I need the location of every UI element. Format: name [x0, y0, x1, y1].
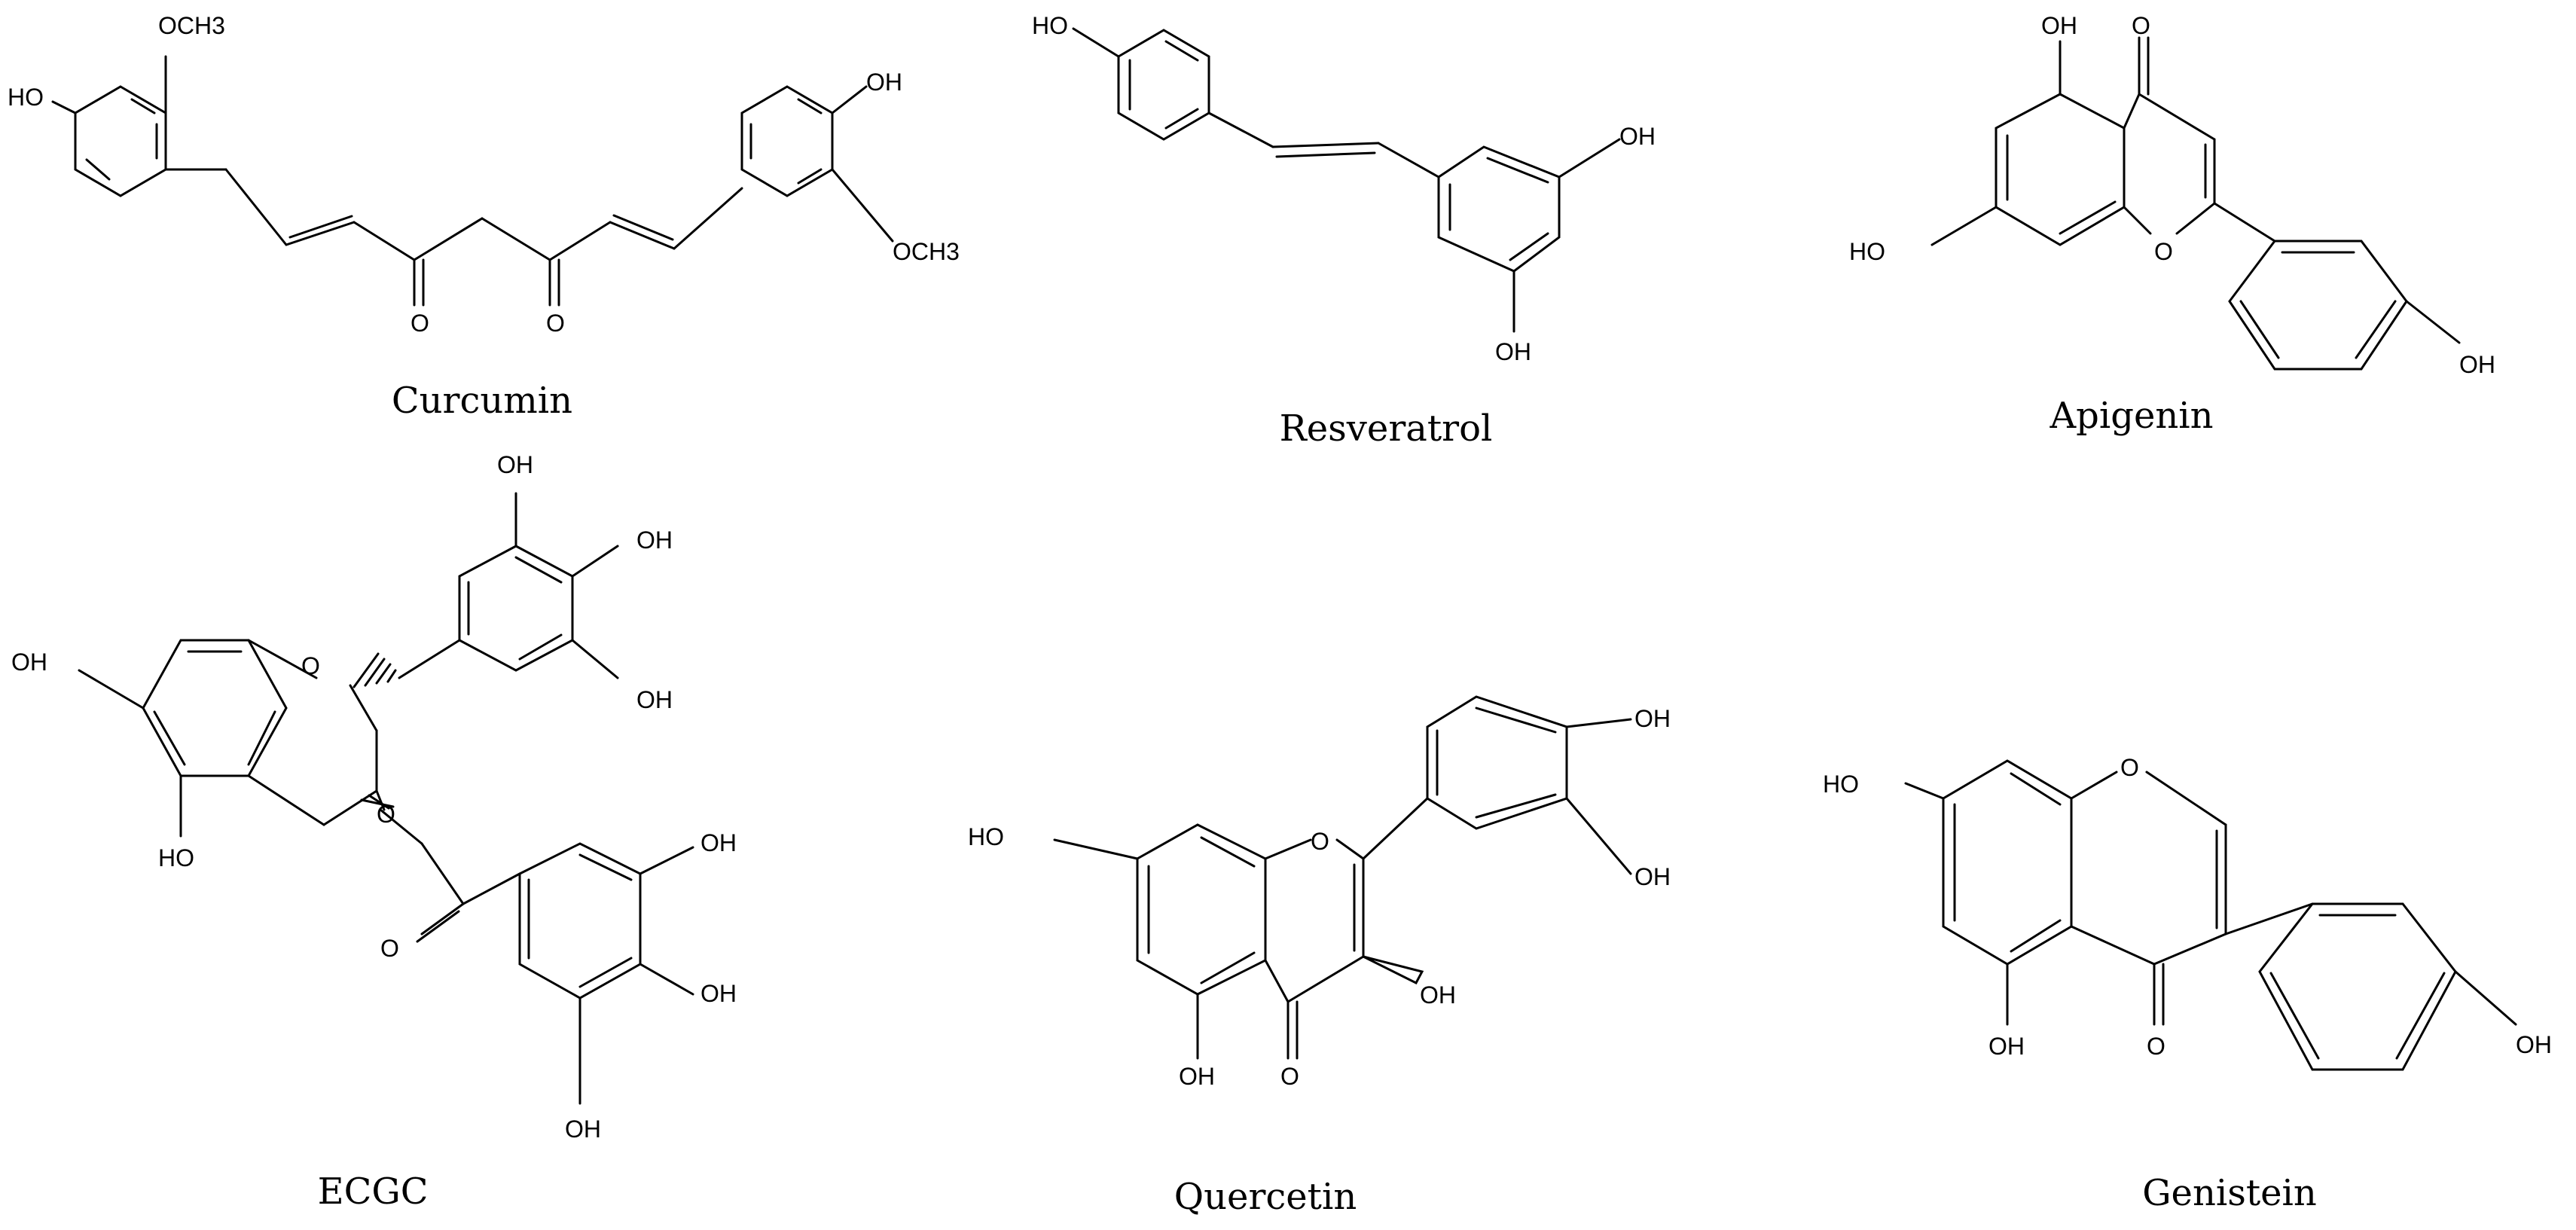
- genistein-structure: HO O OH O OH Genistein: [1823, 754, 2552, 1214]
- curcumin-name: Curcumin: [392, 380, 572, 422]
- ecgc-oh-b2-label: OH: [636, 526, 673, 554]
- apigenin-keto-o-label: O: [2132, 12, 2150, 39]
- resveratrol-oh-bottom-label: OH: [1495, 338, 1531, 365]
- apigenin-ring-o-label: O: [2154, 238, 2173, 265]
- quercetin-structure: HO O OH OH OH OH O Quercetin: [968, 695, 1671, 1218]
- apigenin-ho-7-label: HO: [1849, 238, 1885, 265]
- ecgc-oh-g1-label: OH: [700, 829, 737, 856]
- ecgc-name: ECGC: [318, 1170, 429, 1213]
- apigenin-bonds: [1930, 36, 2461, 371]
- quercetin-bonds: [1053, 695, 1632, 1060]
- ecgc-oh-b3-label: OH: [636, 686, 673, 713]
- quercetin-oh-3-label: OH: [1420, 981, 1456, 1009]
- curcumin-oh-right-label: OH: [866, 69, 902, 96]
- quercetin-oh-5-label: OH: [1179, 1063, 1215, 1090]
- quercetin-ho-7-label: HO: [968, 823, 1004, 850]
- curcumin-bonds: [51, 55, 894, 307]
- ecgc-ho-5-label: HO: [158, 844, 194, 871]
- quercetin-wedge-bond: [1363, 955, 1424, 984]
- ecgc-oh-b1-label: OH: [497, 451, 533, 478]
- genistein-name: Genistein: [2142, 1172, 2317, 1214]
- ecgc-bonds: [78, 492, 694, 1105]
- quercetin-name: Quercetin: [1174, 1176, 1357, 1218]
- curcumin-structure: OCH3 HO OH OCH3 O O Curcumin: [8, 12, 960, 422]
- apigenin-oh-4p-label: OH: [2459, 351, 2495, 378]
- ecgc-ring-o-label: O: [301, 652, 320, 679]
- resveratrol-bonds: [1072, 27, 1621, 333]
- genistein-oh-4p-label: OH: [2516, 1031, 2552, 1058]
- ecgc-carbonyl-o-label: O: [380, 935, 399, 962]
- curcumin-carbonyl-o1-label: O: [411, 310, 429, 337]
- genistein-oh-5-label: OH: [1988, 1033, 2025, 1060]
- resveratrol-structure: HO OH OH Resveratrol: [1032, 12, 1656, 450]
- genistein-ring-o-label: O: [2120, 754, 2139, 781]
- quercetin-oh-3p-label: OH: [1634, 863, 1671, 890]
- ecgc-structure: OH OH OH OH O O HO O OH OH OH ECGC: [11, 451, 737, 1213]
- genistein-keto-o-label: O: [2147, 1033, 2165, 1060]
- resveratrol-oh-right-label: OH: [1619, 123, 1656, 150]
- apigenin-structure: OH O HO O OH Apigenin: [1849, 12, 2495, 437]
- apigenin-name: Apigenin: [2049, 395, 2213, 437]
- genistein-bonds: [1904, 759, 2517, 1071]
- genistein-ho-7-label: HO: [1823, 771, 1859, 798]
- ecgc-oh-g2-label: OH: [700, 980, 737, 1007]
- ecgc-ester-o-label: O: [377, 801, 395, 828]
- curcumin-och3-right-label: OCH3: [893, 238, 960, 265]
- ecgc-oh-7-label: OH: [11, 649, 47, 676]
- curcumin-och3-top-label: OCH3: [158, 12, 225, 39]
- resveratrol-ho-label: HO: [1032, 12, 1068, 39]
- ecgc-oh-g3-label: OH: [565, 1116, 601, 1143]
- curcumin-carbonyl-o2-label: O: [546, 310, 565, 337]
- quercetin-ring-o-label: O: [1311, 828, 1329, 855]
- quercetin-keto-o-label: O: [1280, 1063, 1299, 1090]
- curcumin-ho-left-label: HO: [8, 84, 44, 111]
- resveratrol-name: Resveratrol: [1280, 407, 1493, 450]
- quercetin-oh-4p-label: OH: [1634, 705, 1671, 732]
- apigenin-oh-5-label: OH: [2041, 12, 2077, 39]
